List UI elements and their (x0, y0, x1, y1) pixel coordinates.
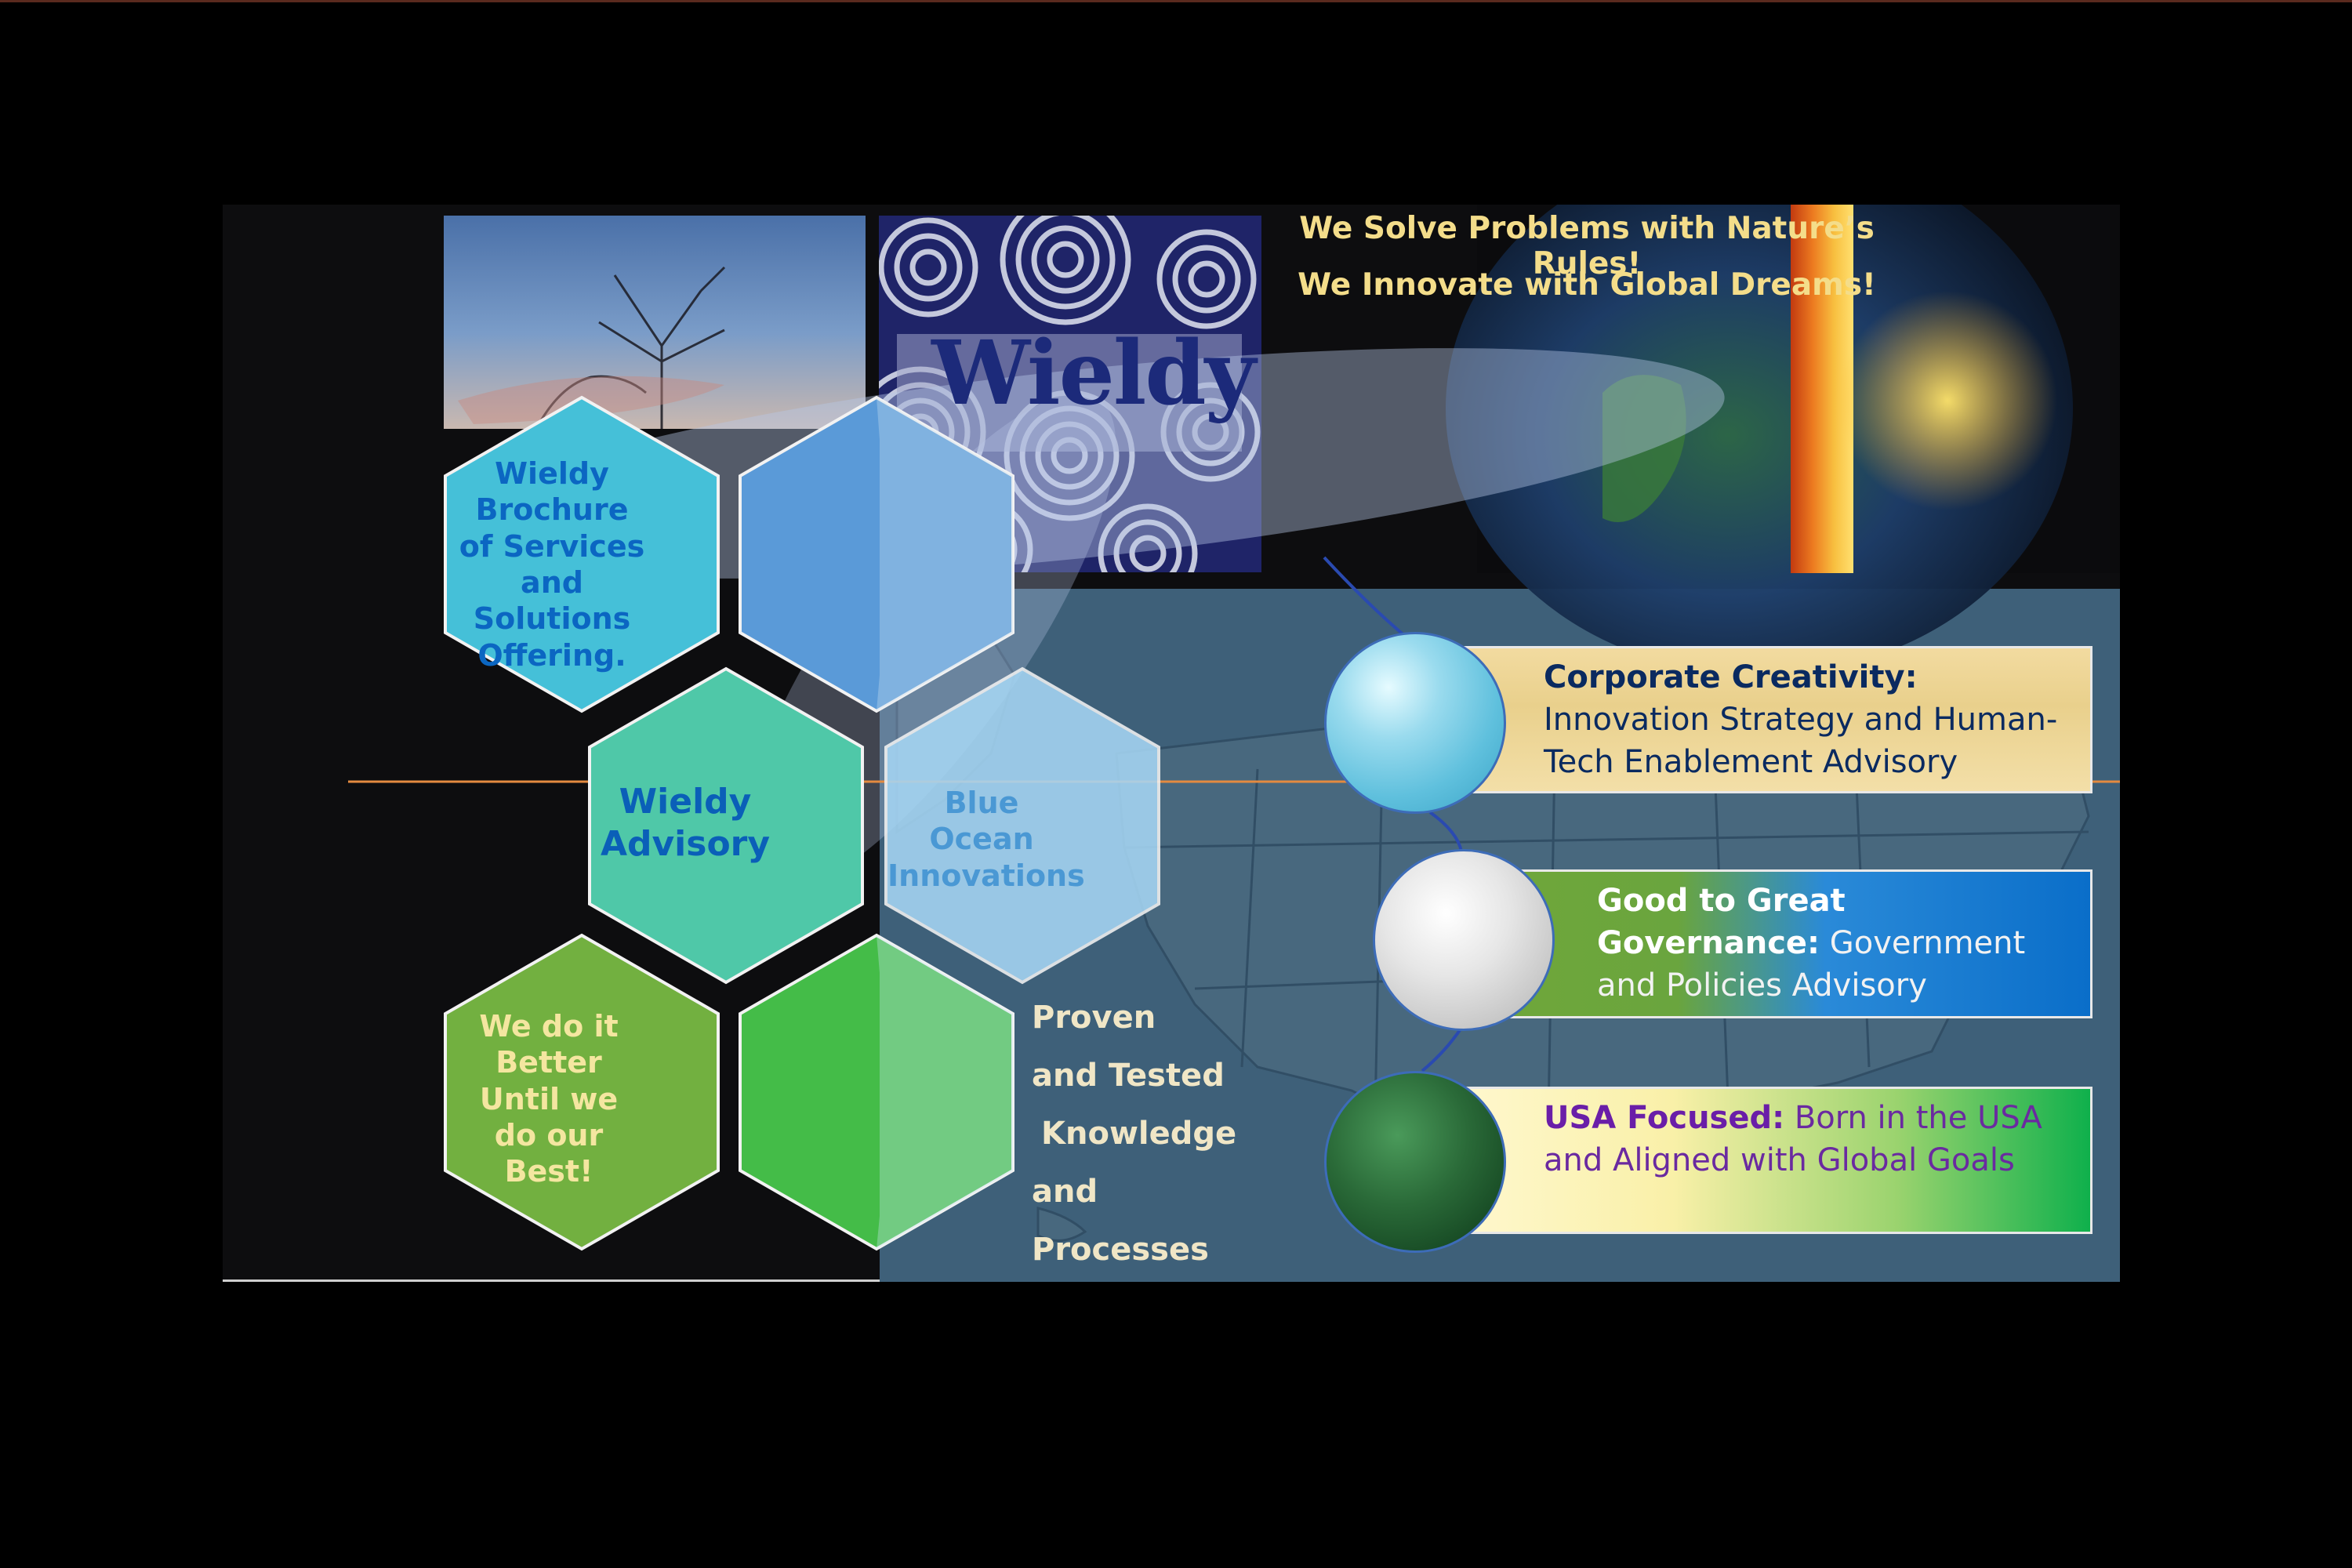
proven-line: and Tested (1032, 1058, 1225, 1094)
proven-line: and Processes (1032, 1174, 1209, 1268)
slide: We Solve Problems with Nature’s Rules! W… (223, 205, 2120, 1282)
hex-advisory (588, 666, 864, 985)
hex-blue-ocean (884, 666, 1160, 985)
hex-brochure (444, 395, 720, 713)
hex-blank-blue (739, 395, 1014, 713)
water-droplet-orb (1324, 632, 1506, 814)
proven-line: Proven (1032, 1000, 1156, 1036)
card-corporate-creativity[interactable]: Corporate Creativity: Innovation Strateg… (1446, 646, 2092, 793)
hex-blue-ocean-label[interactable]: Blue Ocean Innovations (887, 786, 1085, 893)
proven-knowledge-text: Proven and Tested Knowledge and Processe… (1032, 989, 1283, 1279)
tagline-nature-rules: We Solve Problems with Nature’s Rules! (1299, 211, 1875, 281)
card-heading: Corporate Creativity: (1544, 659, 1918, 695)
card-governance[interactable]: Good to Great Governance: Government and… (1499, 869, 2092, 1018)
hex-blank-green (739, 933, 1014, 1251)
green-marble-orb (1324, 1071, 1506, 1253)
card-heading: Good to Great Governance: (1597, 883, 1846, 961)
proven-line: Knowledge (1041, 1116, 1237, 1152)
card-body: Government and Policies Advisory (1597, 925, 2026, 1004)
card-usa-focused[interactable]: USA Focused: Born in the USA and Aligned… (1446, 1087, 2092, 1234)
marble-orb (1373, 849, 1555, 1031)
hex-brochure-label[interactable]: Wieldy Brochure of Services and Solution… (459, 456, 645, 673)
hex-advisory-label[interactable]: Wieldy Advisory (600, 782, 771, 864)
tagline-global-dreams: We Innovate with Global Dreams! (1298, 267, 1876, 303)
logo-pattern (879, 216, 1261, 572)
card-body: Born in the USA and Aligned with Global … (1544, 1100, 2042, 1178)
wieldy-logo: Wieldy (931, 322, 1256, 425)
hex-better-label: We do it Better Until we do our Best! (479, 1009, 619, 1189)
sky-photo (444, 216, 866, 429)
slide-bottom-line (223, 1279, 880, 1282)
hex-better (444, 933, 720, 1251)
top-border-line (0, 0, 2352, 2)
card-heading: USA Focused: (1544, 1100, 1785, 1136)
card-body: Innovation Strategy and Human-Tech Enabl… (1544, 702, 2058, 780)
